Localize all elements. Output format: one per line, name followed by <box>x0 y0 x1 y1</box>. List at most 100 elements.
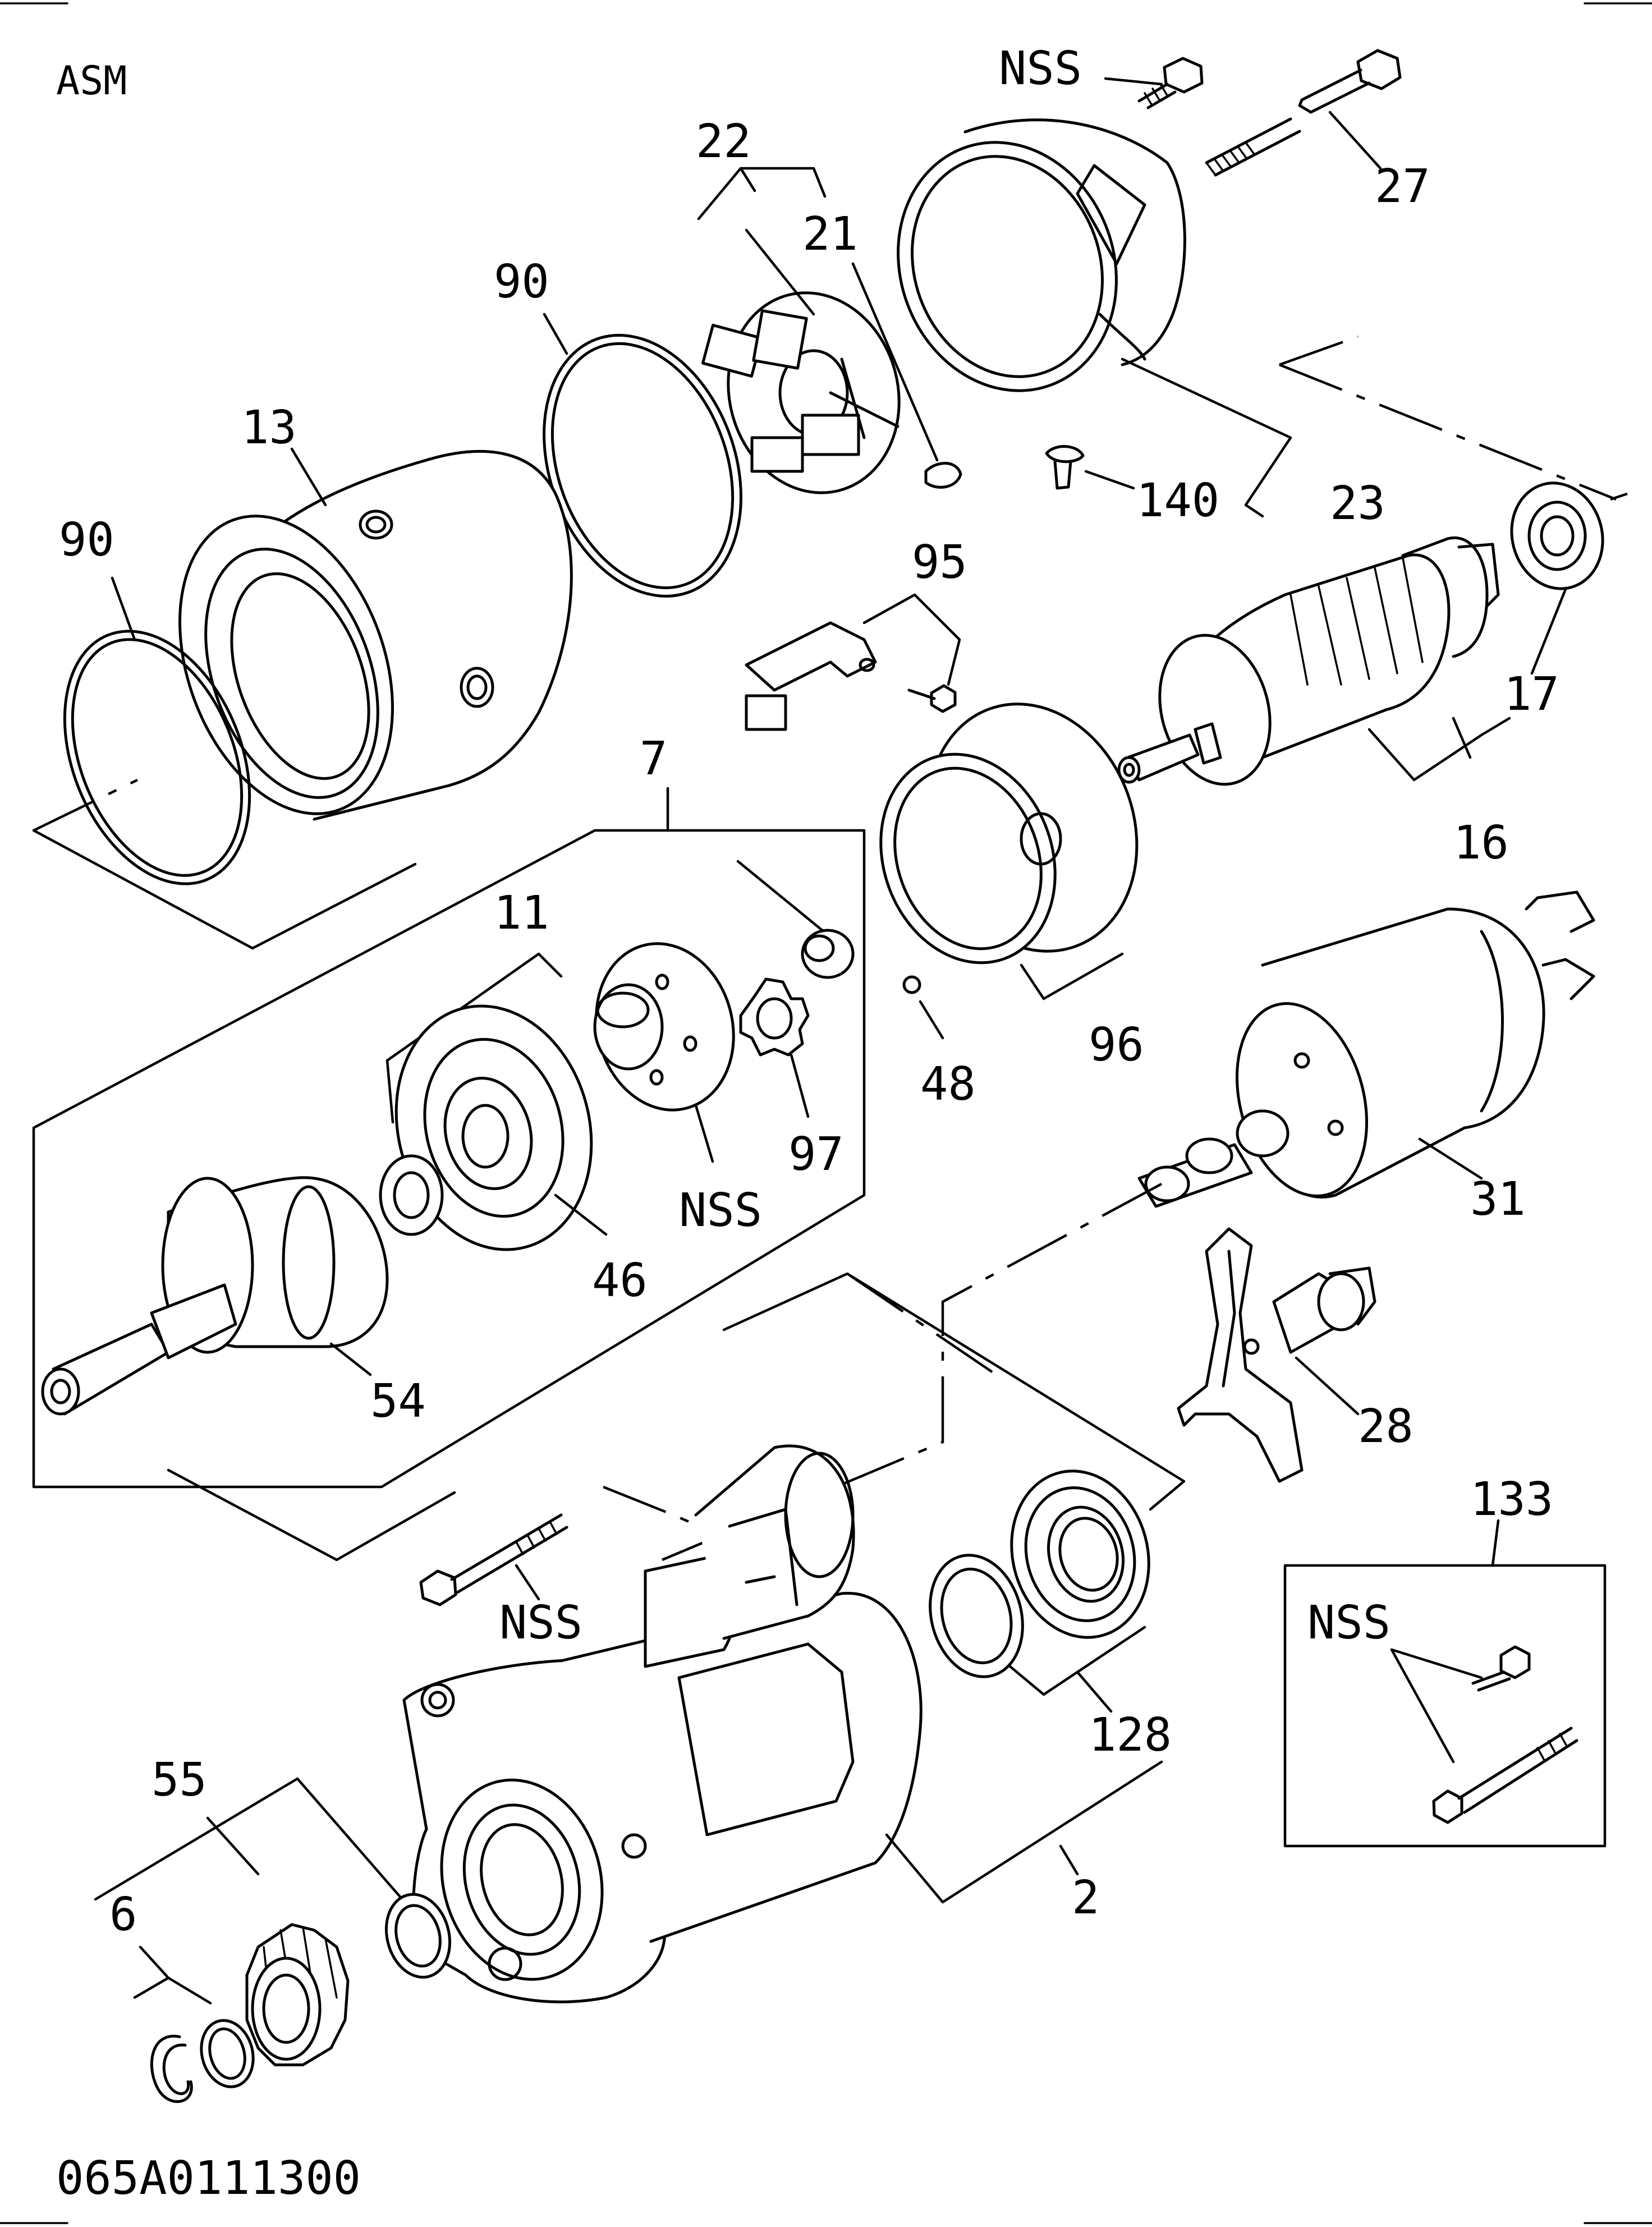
part-23-rear-cover <box>897 118 1186 392</box>
label-140: 140 <box>1136 474 1219 527</box>
label-nss-bolt: NSS <box>499 1596 582 1650</box>
label-48: 48 <box>920 1058 976 1111</box>
leader-95 <box>862 593 961 686</box>
part-90-oring-lower <box>63 630 251 885</box>
leader-2b <box>1059 1844 1079 1876</box>
leader-128b <box>1076 1670 1113 1713</box>
part-48-ball <box>902 975 921 994</box>
leader-46 <box>554 1193 608 1236</box>
leader-48 <box>919 1000 944 1040</box>
part-bushing <box>801 929 855 979</box>
part-washer <box>379 1154 444 1236</box>
bracket-128 <box>722 1272 1186 1511</box>
label-90-lower: 90 <box>59 513 114 567</box>
leader-22 <box>745 228 815 316</box>
label-6: 6 <box>109 1888 137 1941</box>
label-55: 55 <box>152 1753 207 1807</box>
leader-6 <box>133 1976 212 2005</box>
page-title: ASM <box>56 58 127 104</box>
leader-23 <box>1121 357 1292 518</box>
label-16: 16 <box>1453 816 1509 870</box>
centerline-bracket <box>1279 335 1628 501</box>
part-nss-bolt <box>419 1513 568 1606</box>
leader-54 <box>329 1342 372 1376</box>
label-28: 28 <box>1358 1400 1414 1453</box>
box-7-assembly <box>32 829 866 1489</box>
leader-16 <box>1368 717 1511 782</box>
leader-nss-hub <box>694 1104 714 1163</box>
leader-140 <box>1084 470 1135 490</box>
label-nss-top: NSS <box>999 42 1082 95</box>
part-140-rivet <box>1045 445 1085 490</box>
part-27-through-bolt <box>1205 49 1402 177</box>
part-2-housing <box>402 1444 923 2004</box>
leader-133 <box>1491 1519 1500 1567</box>
part-6-stop-ring <box>200 2019 255 2088</box>
label-22: 22 <box>696 115 751 168</box>
leader-6-tick <box>139 1945 170 1980</box>
label-13: 13 <box>241 401 297 454</box>
label-2: 2 <box>1072 1871 1099 1925</box>
label-46: 46 <box>592 1254 648 1307</box>
label-23: 23 <box>1330 477 1385 530</box>
part-16-armature <box>1117 536 1500 786</box>
leader-17 <box>1530 587 1567 675</box>
box-133 <box>1283 1564 1607 1848</box>
leader-nss-top <box>1104 77 1163 86</box>
part-95-brush <box>745 621 957 731</box>
part-128-seal <box>929 1554 1024 1678</box>
leader-16b <box>1452 717 1472 759</box>
part-54-pinion-shaft <box>41 1176 389 1416</box>
part-128-bearing <box>1010 1470 1150 1639</box>
label-133: 133 <box>1470 1473 1553 1526</box>
part-28-shift-lever <box>1177 1227 1376 1483</box>
part-46-clutch-body <box>394 1004 593 1251</box>
leader-96 <box>1020 952 1124 1000</box>
part-6-snap-ring <box>150 2035 193 2103</box>
leader-nss-bolt <box>515 1564 540 1601</box>
part-97-gear <box>739 977 810 1057</box>
footer-code: 065A0111300 <box>56 2152 361 2205</box>
label-nss-hub: NSS <box>679 1184 762 1237</box>
part-55-pinion <box>245 1923 350 2067</box>
leader-128 <box>1008 1626 1146 1696</box>
leader-11-tick <box>386 1059 394 1124</box>
part-21-brush-spring <box>924 462 962 489</box>
label-11: 11 <box>494 887 549 940</box>
part-13-yoke <box>178 450 573 821</box>
leader-2 <box>885 1760 1163 1904</box>
part-96-plate <box>879 702 1139 965</box>
part-22-brush-holder <box>701 291 901 494</box>
leader-97 <box>790 1053 810 1118</box>
label-21: 21 <box>802 208 858 261</box>
leader-7-bushing <box>736 860 832 939</box>
part-nss-box-bolt <box>1432 1727 1578 1824</box>
part-31-solenoid <box>1137 890 1595 1208</box>
label-31: 31 <box>1470 1173 1526 1226</box>
bracket-55 <box>94 1777 411 1909</box>
leader-55 <box>206 1816 260 1876</box>
label-96: 96 <box>1089 1018 1144 1072</box>
leader-21 <box>851 262 939 462</box>
label-95: 95 <box>912 536 967 589</box>
leader-13 <box>290 447 327 507</box>
part-nss-hub <box>593 942 735 1112</box>
label-nss-box: NSS <box>1307 1596 1391 1650</box>
label-27: 27 <box>1375 160 1430 213</box>
leader-31 <box>1418 1137 1483 1180</box>
leader-28 <box>1295 1356 1360 1416</box>
leader-22-bracket <box>697 167 827 221</box>
leader-27 <box>1328 111 1382 170</box>
part-nss-box-screw <box>1471 1645 1531 1692</box>
part-sleeve <box>384 1893 452 1979</box>
label-54: 54 <box>370 1375 426 1428</box>
label-7: 7 <box>640 732 667 786</box>
label-128: 128 <box>1089 1709 1172 1762</box>
label-97: 97 <box>788 1128 844 1181</box>
part-17-bearing <box>1510 481 1604 590</box>
leader-nss-box <box>1390 1648 1483 1764</box>
part-nss-top-screw <box>1137 57 1204 109</box>
label-90-upper: 90 <box>494 255 549 309</box>
